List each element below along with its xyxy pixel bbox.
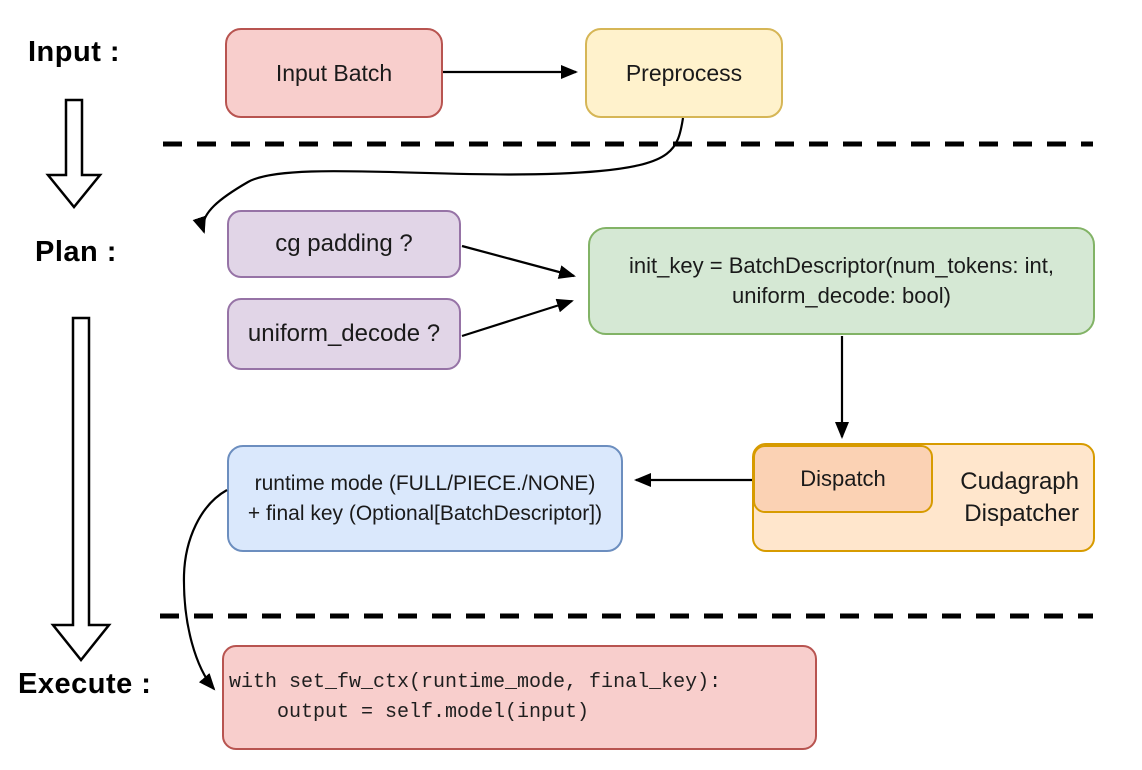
node-dispatch-label: Dispatch <box>800 466 886 491</box>
node-init-key: init_key = BatchDescriptor(num_tokens: i… <box>588 227 1095 335</box>
stage-label-plan: Plan : <box>35 236 117 268</box>
node-cg-padding: cg padding ? <box>227 210 461 278</box>
node-cg-padding-label: cg padding ? <box>275 230 413 257</box>
node-cudagraph-dispatcher-line2: Dispatcher <box>964 499 1079 527</box>
node-dispatch: Dispatch <box>753 445 933 513</box>
hollow-arrow-plan-to-execute-icon <box>50 316 112 663</box>
node-uniform-decode: uniform_decode ? <box>227 298 461 370</box>
node-execute-code: with set_fw_ctx(runtime_mode, final_key)… <box>222 645 817 750</box>
stage-label-execute: Execute : <box>18 668 152 700</box>
node-uniform-decode-label: uniform_decode ? <box>247 320 441 347</box>
arrow-cg-padding-to-init-key <box>461 244 576 279</box>
node-init-key-line1: init_key = BatchDescriptor(num_tokens: i… <box>629 253 1054 278</box>
node-input-batch-label: Input Batch <box>275 59 393 86</box>
node-runtime-mode-line1: runtime mode (FULL/PIECE./NONE) <box>254 471 596 495</box>
node-init-key-line2: uniform_decode: bool) <box>732 283 951 308</box>
execute-code-line1: with set_fw_ctx(runtime_mode, final_key)… <box>229 670 722 694</box>
node-runtime-mode-result: runtime mode (FULL/PIECE./NONE) + final … <box>227 445 623 552</box>
node-cudagraph-dispatcher-line1: Cudagraph <box>960 467 1079 495</box>
node-input-batch: Input Batch <box>225 28 443 118</box>
execute-code-line2: output = self.model(input) <box>229 700 590 724</box>
arrow-runtime-mode-to-execute-code <box>182 489 228 691</box>
hollow-arrow-input-to-plan-icon <box>45 98 103 209</box>
node-runtime-mode-line2: + final key (Optional[BatchDescriptor]) <box>247 501 603 525</box>
node-preprocess: Preprocess <box>585 28 783 118</box>
node-preprocess-label: Preprocess <box>625 59 743 86</box>
stage-label-input: Input : <box>28 36 121 68</box>
arrow-uniform-decode-to-init-key <box>461 298 574 338</box>
